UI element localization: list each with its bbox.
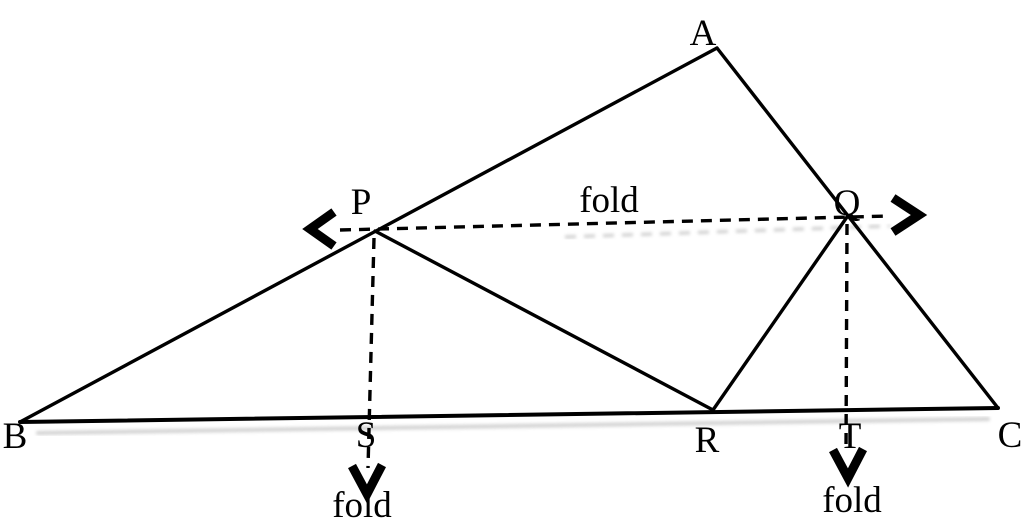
fold-arrow-down-s-icon bbox=[348, 462, 386, 504]
point-label-t: T bbox=[839, 416, 862, 457]
point-label-r: R bbox=[695, 420, 720, 461]
fold-arrow-down-t-icon bbox=[829, 446, 867, 488]
crease-qr bbox=[711, 215, 849, 412]
side-bc bbox=[18, 406, 1000, 424]
fold-arrow-left-icon bbox=[302, 208, 337, 250]
side-ab bbox=[18, 46, 719, 424]
vertex-label-c: C bbox=[998, 415, 1023, 456]
fold-line-pq bbox=[339, 214, 891, 232]
point-label-p: P bbox=[351, 182, 372, 223]
crease-pr bbox=[373, 229, 715, 412]
side-ac bbox=[715, 46, 1000, 410]
vertex-label-b: B bbox=[3, 416, 28, 457]
point-label-q: Q bbox=[834, 183, 861, 224]
base-line-shadow bbox=[36, 417, 990, 435]
fold-label-pq: fold bbox=[579, 180, 639, 221]
fold-label-ps: fold bbox=[332, 485, 392, 526]
fold-line-pq-shadow bbox=[564, 224, 891, 239]
vertex-label-a: A bbox=[690, 13, 717, 54]
fold-line-qt bbox=[844, 223, 849, 453]
fold-arrow-right-icon bbox=[890, 194, 928, 236]
point-label-s: S bbox=[356, 415, 377, 456]
fold-line-ps bbox=[366, 237, 376, 469]
fold-label-qt: fold bbox=[822, 480, 882, 521]
